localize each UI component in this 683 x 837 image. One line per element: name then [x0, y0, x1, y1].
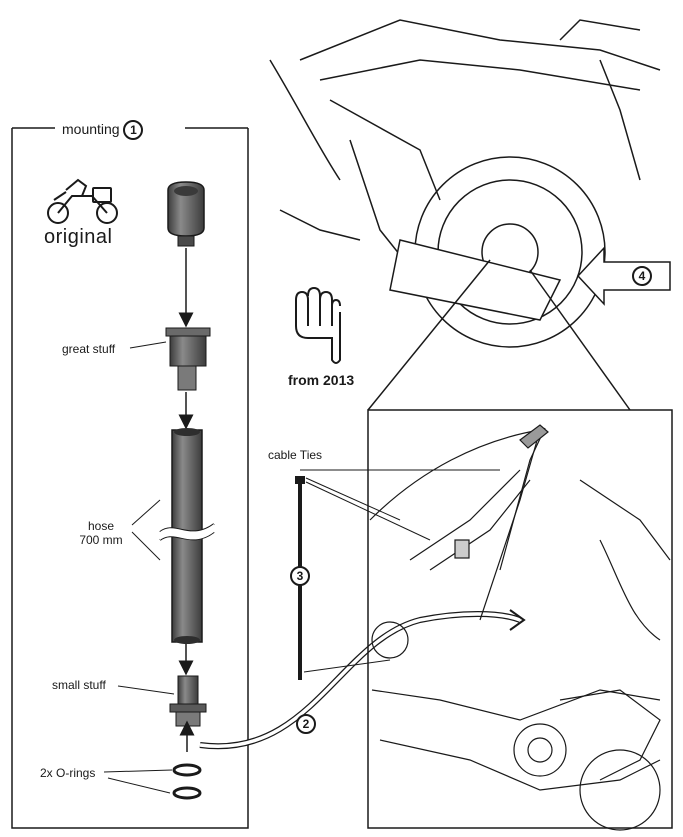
hose-part — [159, 428, 215, 644]
zoom-callout — [367, 259, 673, 829]
great-stuff-part — [165, 327, 211, 391]
original-cap — [167, 181, 205, 247]
route-line — [199, 609, 526, 750]
small-stuff-label: small stuff — [52, 678, 106, 692]
hose-label: hose 700 mm — [70, 519, 132, 547]
motorcycle-icon — [47, 178, 118, 224]
o-rings — [172, 720, 202, 800]
motorcycle-rear-illustration — [269, 19, 661, 348]
small-stuff-part — [169, 675, 207, 727]
great-stuff-label: great stuff — [62, 342, 116, 356]
step-3-badge: 3 — [290, 566, 310, 586]
hose-label-line1: hose — [87, 519, 115, 533]
step-3-badge-wrap: 3 — [290, 566, 310, 586]
label-leaders — [103, 341, 175, 794]
step-2-badge-wrap: 2 — [296, 714, 316, 734]
original-label: original — [44, 226, 113, 248]
cable-ties-label: cable Ties — [268, 448, 323, 462]
pointing-hand-icon — [295, 286, 341, 364]
mounting-title: mounting 1 — [58, 120, 148, 140]
cable-tie — [295, 469, 500, 680]
step-2-badge: 2 — [296, 714, 316, 734]
mounting-title-text: mounting — [62, 121, 120, 137]
mounting-frame — [11, 127, 249, 829]
step-1-badge: 1 — [123, 120, 144, 140]
hose-label-line2: 700 mm — [79, 533, 123, 547]
from-2013-note: from 2013 — [288, 372, 355, 388]
step-4-badge-wrap: 4 — [632, 266, 652, 286]
step-4-badge: 4 — [632, 266, 652, 286]
detail-illustration — [369, 424, 671, 831]
view-arrow-4 — [576, 246, 671, 306]
o-rings-label: 2x O-rings — [40, 766, 96, 780]
